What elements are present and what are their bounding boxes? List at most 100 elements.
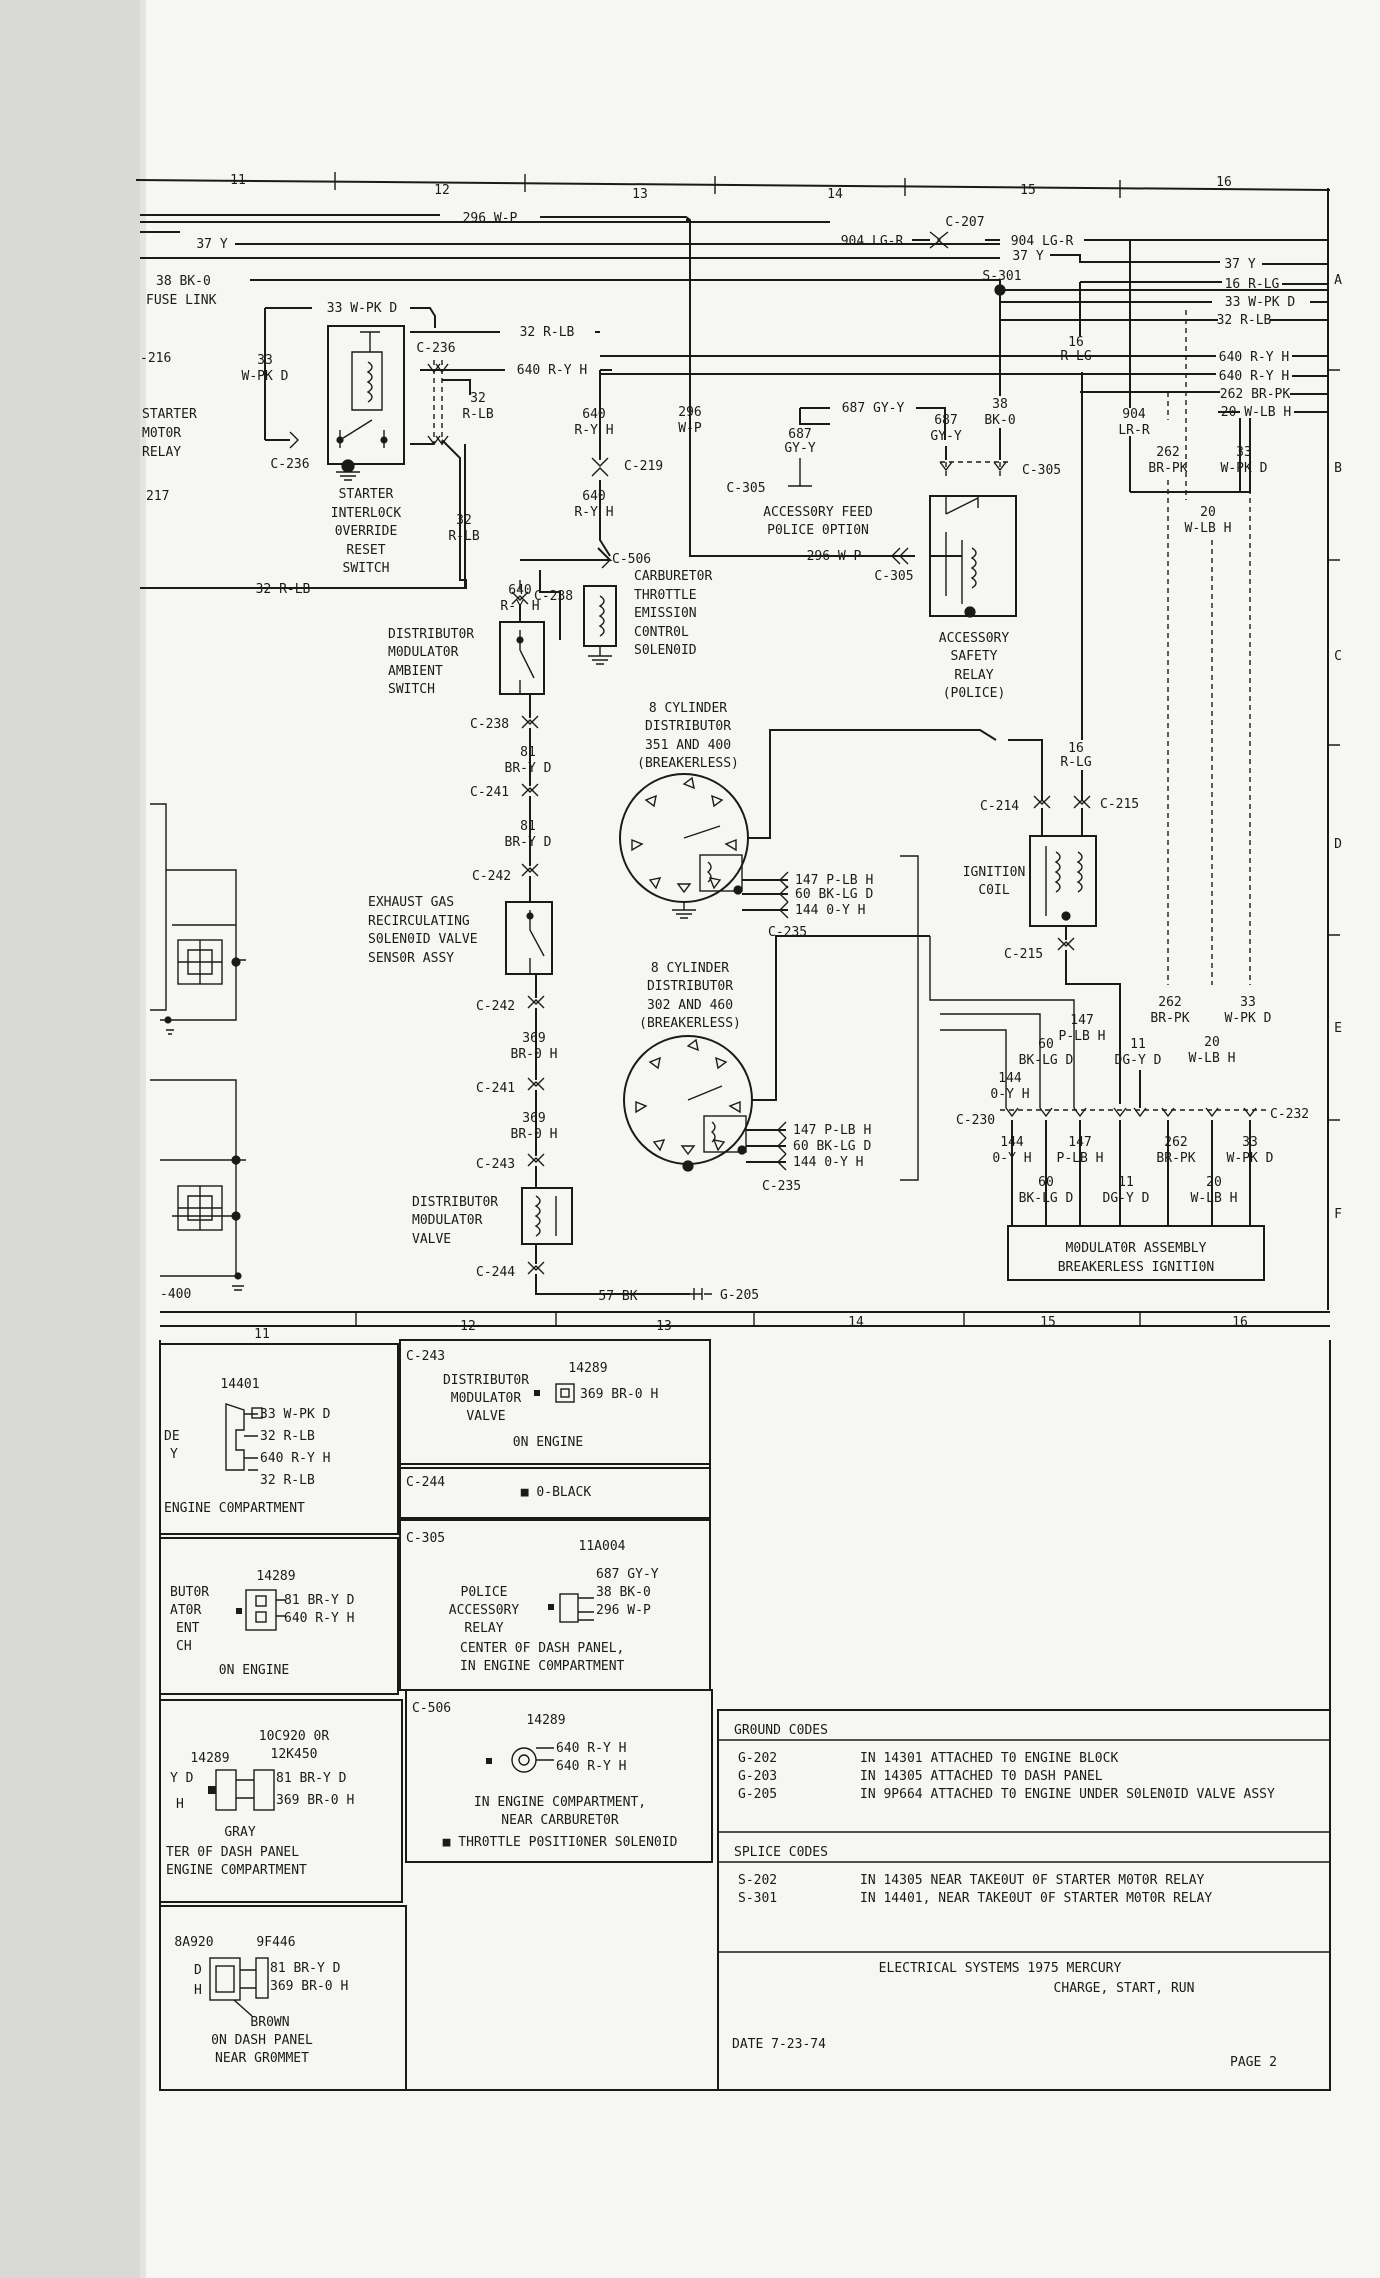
wire-label: 16 <box>1068 335 1084 350</box>
wire-label: GY-Y <box>930 429 961 444</box>
component-label: 302 AND 460 <box>647 998 733 1013</box>
column-label: 14 <box>827 187 843 202</box>
wire-label: 144 0-Y H <box>795 903 865 918</box>
ground-code: G-203 <box>738 1769 777 1784</box>
wire-label: 144 <box>998 1071 1022 1086</box>
connector-label: C-241 <box>476 1081 515 1096</box>
component-label: (P0LICE) <box>943 686 1006 701</box>
wire-label: 904 LG-R <box>1011 234 1074 249</box>
connector-label: C-305 <box>874 569 913 584</box>
component-label: RESET <box>346 543 385 558</box>
column-label: 13 <box>632 187 648 202</box>
connector-view-14401: 14401 33 W-PK D 32 R-LB 640 R-Y H 32 R-L… <box>160 1343 399 1535</box>
connector-view-10c920: 10C920 0R 12K450 14289 81 BR-Y D 369 BR-… <box>160 1699 403 1903</box>
wire-label: 369 <box>522 1031 545 1046</box>
side-label: CH <box>176 1639 192 1654</box>
connector-label: C-207 <box>945 215 984 230</box>
component-label: ACCESS0RY <box>449 1603 520 1618</box>
column-label: 16 <box>1232 1315 1248 1330</box>
splice-code-desc: IN 14401, NEAR TAKE0UT 0F STARTER M0T0R … <box>860 1891 1212 1906</box>
component-label: RECIRCULATING <box>368 914 470 929</box>
location-label: IN ENGINE C0MPARTMENT, <box>474 1795 646 1810</box>
connector-label: C-242 <box>472 869 511 884</box>
wire-label: 33 W-PK D <box>260 1407 331 1422</box>
wire-label: W-PK D <box>1225 1011 1272 1026</box>
connector-label: C-236 <box>416 341 455 356</box>
wire-label: BR-0 H <box>511 1127 558 1142</box>
ignition-coil <box>1029 835 1097 927</box>
connector-view-14289-a: 14289 81 BR-Y D 640 R-Y H BUT0R AT0R ENT… <box>160 1537 399 1695</box>
wire-label: 640 R-Y H <box>517 363 587 378</box>
color-label: GRAY <box>224 1825 255 1840</box>
wire-label: 38 <box>992 397 1008 412</box>
wire-label: 296 W-P <box>596 1603 651 1618</box>
component-label: DISTRIBUT0R <box>647 979 733 994</box>
component-label: 8 CYLINDER <box>651 961 729 976</box>
ground-code: G-202 <box>738 1751 777 1766</box>
distributor-351-400: 8 CYLINDER DISTRIBUT0R 351 AND 400 (BREA… <box>619 701 997 940</box>
side-label: BUT0R <box>170 1585 209 1600</box>
connector-code: C-243 <box>406 1349 445 1364</box>
ground-code-desc: IN 14305 ATTACHED T0 DASH PANEL <box>860 1769 1103 1784</box>
side-label: AT0R <box>170 1603 201 1618</box>
component-label: C0NTR0L <box>634 625 689 640</box>
wire-label: BK-0 <box>984 413 1015 428</box>
side-label: Y D <box>170 1771 194 1786</box>
component-label: M0DULAT0R ASSEMBLY <box>1066 1241 1207 1256</box>
wire-label: P-LB H <box>1059 1029 1106 1044</box>
connector-label: C-236 <box>270 457 309 472</box>
component-label: M0DULAT0R <box>412 1213 483 1228</box>
wire-label: R-LB <box>462 407 493 422</box>
wire-label: 904 <box>1122 407 1146 422</box>
location-label: NEAR CARBURET0R <box>501 1813 619 1828</box>
connector-label: C-305 <box>726 481 765 496</box>
component-label: C0IL <box>978 883 1009 898</box>
wire-label: W-PK D <box>1227 1151 1274 1166</box>
wire-label: 640 R-Y H <box>260 1451 330 1466</box>
connector-label: C-214 <box>980 799 1019 814</box>
component-label: P0LICE 0PTI0N <box>767 523 869 538</box>
wire-label: 640 R-Y H <box>284 1611 354 1626</box>
note-label: ■ THR0TTLE P0SITI0NER S0LEN0ID <box>443 1835 678 1850</box>
ground-codes-title: GR0UND C0DES <box>734 1723 828 1738</box>
component-label: ACCESS0RY <box>939 631 1010 646</box>
wire-label: 38 BK-0 <box>596 1585 651 1600</box>
wire-label: 640 <box>582 407 605 422</box>
wire-label: P-LB H <box>1057 1151 1104 1166</box>
component-label: INTERL0CK <box>331 506 402 521</box>
wire-label: R-Y H <box>574 423 613 438</box>
wire-label: 33 <box>1240 995 1256 1010</box>
wire-label: 640 R-Y H <box>556 1741 626 1756</box>
wire-label: 32 R-LB <box>256 582 311 597</box>
wire-label: 81 BR-Y D <box>270 1961 341 1976</box>
wire-label: 369 BR-0 H <box>580 1387 658 1402</box>
part-number: 14289 <box>190 1751 229 1766</box>
component-label: RELAY <box>464 1621 503 1636</box>
wire-label: 640 R-Y H <box>556 1759 626 1774</box>
wire-label: 20 <box>1200 505 1216 520</box>
title-block-line1: ELECTRICAL SYSTEMS 1975 MERCURY <box>879 1961 1122 1976</box>
starter-interlock-area: 33 W-PK D 33 W-PK D C-236 C-236 32 R-LB … <box>140 301 612 597</box>
component-label: ACCESS0RY FEED <box>763 505 873 520</box>
wire-label: 296 <box>678 405 701 420</box>
splice-code-desc: IN 14305 NEAR TAKE0UT 0F STARTER M0T0R R… <box>860 1873 1205 1888</box>
connector-label: C-215 <box>1004 947 1043 962</box>
wire-label: 32 R-LB <box>260 1429 315 1444</box>
wire-label: 37 Y <box>1224 257 1255 272</box>
component-label: SENS0R ASSY <box>368 951 454 966</box>
component-label: (BREAKERLESS) <box>637 756 739 771</box>
splice-codes-title: SPLICE C0DES <box>734 1845 828 1860</box>
wire-label: LR-R <box>1118 423 1149 438</box>
component-label: DISTRIBUT0R <box>443 1373 529 1388</box>
component-label: VALVE <box>466 1409 505 1424</box>
wire-label: BK-LG D <box>1019 1053 1074 1068</box>
row-label: E <box>1334 1021 1342 1036</box>
part-number: 9F446 <box>256 1935 295 1950</box>
code-table: GR0UND C0DES G-202 IN 14301 ATTACHED T0 … <box>717 1709 1331 2091</box>
row-label: A <box>1334 273 1342 288</box>
wire-label: 37 Y <box>196 237 227 252</box>
component-label: P0LICE <box>461 1585 508 1600</box>
wire-label: W-LB H <box>1185 521 1232 536</box>
wire-label: 33 <box>1236 445 1252 460</box>
